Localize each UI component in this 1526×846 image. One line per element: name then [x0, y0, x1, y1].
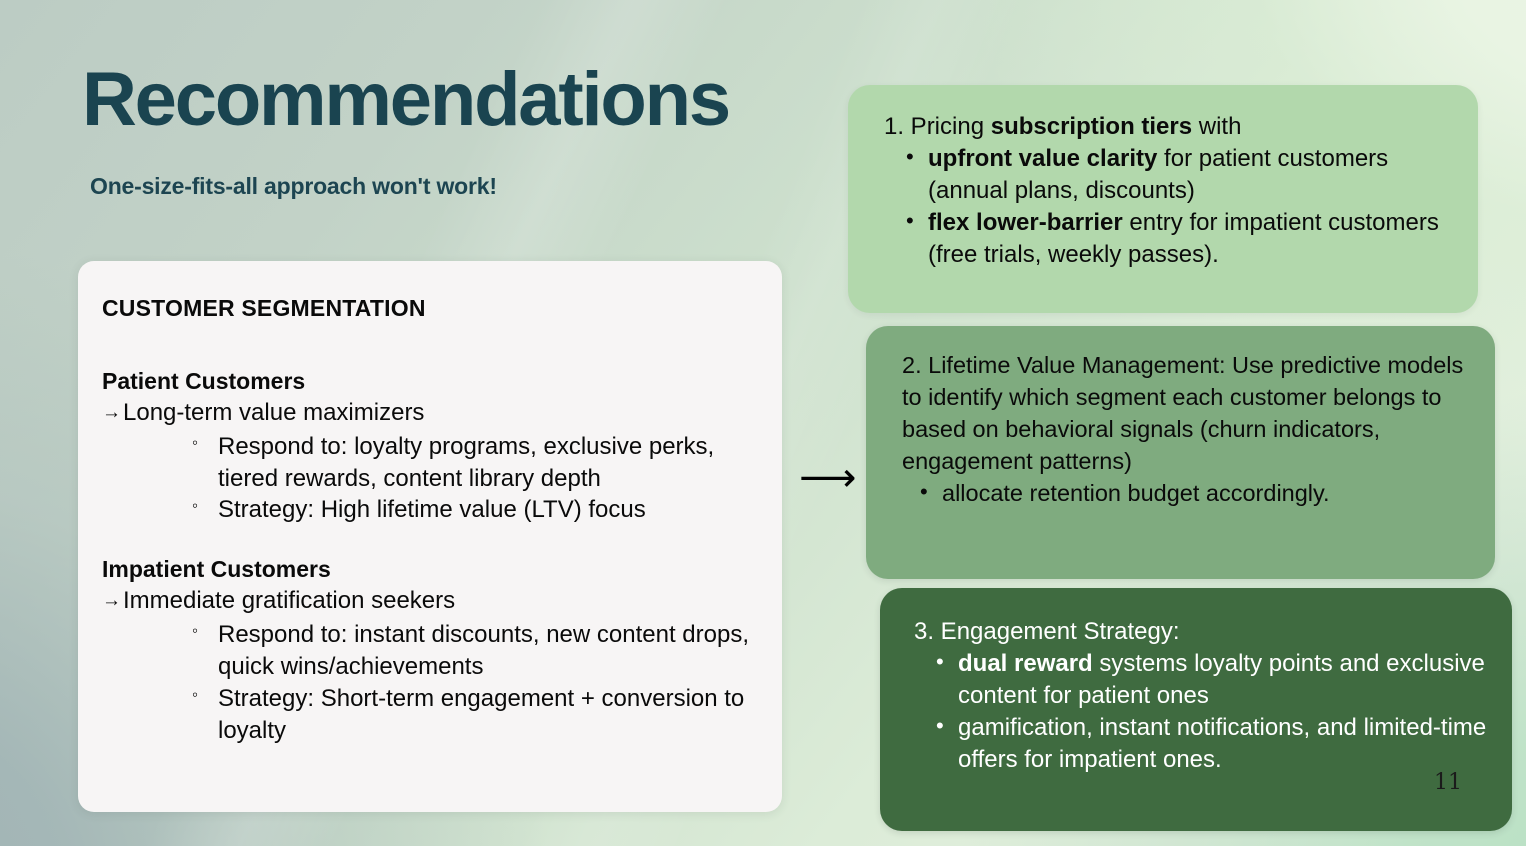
recommendation-headline: 2. Lifetime Value Management: Use predic…	[902, 352, 1464, 474]
list-item: • dual reward systems loyalty points and …	[914, 648, 1488, 712]
list-item: ◦ Strategy: Short-term engagement + conve…	[102, 683, 756, 747]
recommendation-bullet-list: • allocate retention budget accordingly.	[902, 478, 1471, 509]
recommendation-card-engagement: 3. Engagement Strategy: • dual reward sys…	[880, 588, 1512, 831]
list-item-text: Strategy: Short-term engagement + conver…	[218, 684, 745, 744]
list-item-text: flex lower-barrier entry for impatient c…	[928, 208, 1439, 268]
page-title: Recommendations	[82, 57, 731, 142]
segment-lead-line: →Long-term value maximizers	[102, 397, 756, 429]
recommendation-bullet-list: • upfront value clarity for patient custo…	[884, 143, 1458, 271]
recommendation-bullet-list: • dual reward systems loyalty points and …	[914, 648, 1488, 776]
flow-right-arrow-icon: ⟶	[799, 455, 857, 501]
list-item: • allocate retention budget accordingly.	[902, 478, 1471, 509]
list-item: • gamification, instant notifications, an…	[914, 712, 1488, 776]
page-number: 11	[1434, 770, 1462, 795]
recommendation-card-pricing: 1. Pricing subscription tiers with • upfr…	[848, 85, 1478, 313]
segment-group-patient: Patient Customers →Long-term value maxim…	[102, 368, 756, 526]
segment-title: Patient Customers	[102, 368, 306, 394]
list-item: ◦ Respond to: instant discounts, new cont…	[102, 619, 756, 683]
list-item: ◦ Respond to: loyalty programs, exclusive…	[102, 431, 756, 495]
recommendation-card-lifetime-value: 2. Lifetime Value Management: Use predic…	[866, 326, 1495, 579]
list-item-text: gamification, instant notifications, and…	[958, 713, 1487, 773]
hollow-circle-bullet-icon: ◦	[192, 684, 199, 704]
segment-lead-text: Long-term value maximizers	[123, 399, 425, 426]
list-item: • flex lower-barrier entry for impatient …	[884, 207, 1458, 271]
segment-title: Impatient Customers	[102, 556, 331, 583]
dot-bullet-icon: •	[936, 648, 944, 674]
dot-bullet-icon: •	[906, 143, 914, 169]
segment-bullet-list: ◦ Respond to: loyalty programs, exclusive…	[102, 431, 756, 527]
recommendation-headline: 1. Pricing subscription tiers with	[884, 113, 1242, 140]
segment-bullet-list: ◦ Respond to: instant discounts, new cont…	[102, 619, 756, 747]
segment-lead-line: →Immediate gratification seekers	[102, 585, 756, 617]
right-arrow-icon: →	[102, 590, 121, 612]
customer-segmentation-card: CUSTOMER SEGMENTATION Patient Customers …	[78, 261, 782, 812]
list-item-text: Respond to: instant discounts, new conte…	[218, 621, 749, 680]
segment-lead-text: Immediate gratification seekers	[123, 587, 456, 615]
hollow-circle-bullet-icon: ◦	[192, 621, 199, 641]
segment-spacer	[102, 526, 756, 556]
list-item-text: Respond to: loyalty programs, exclusive …	[218, 432, 715, 492]
list-item-text: allocate retention budget accordingly.	[942, 479, 1330, 506]
recommendation-headline: 3. Engagement Strategy:	[914, 618, 1180, 645]
hollow-circle-bullet-icon: ◦	[192, 496, 199, 516]
list-item-text: upfront value clarity for patient custom…	[928, 144, 1389, 204]
hollow-circle-bullet-icon: ◦	[192, 432, 199, 452]
list-item: ◦ Strategy: High lifetime value (LTV) foc…	[102, 494, 756, 526]
dot-bullet-icon: •	[936, 712, 944, 738]
segment-group-impatient: Impatient Customers →Immediate gratifica…	[102, 556, 756, 746]
page-subtitle: One-size-fits-all approach won't work!	[90, 173, 497, 199]
segmentation-heading: CUSTOMER SEGMENTATION	[102, 295, 426, 321]
list-item: • upfront value clarity for patient custo…	[884, 143, 1458, 207]
list-item-text: Strategy: High lifetime value (LTV) focu…	[218, 496, 646, 524]
dot-bullet-icon: •	[906, 207, 914, 233]
list-item-text: dual reward systems loyalty points and e…	[958, 649, 1485, 709]
right-arrow-icon: →	[102, 402, 121, 423]
dot-bullet-icon: •	[920, 478, 928, 504]
